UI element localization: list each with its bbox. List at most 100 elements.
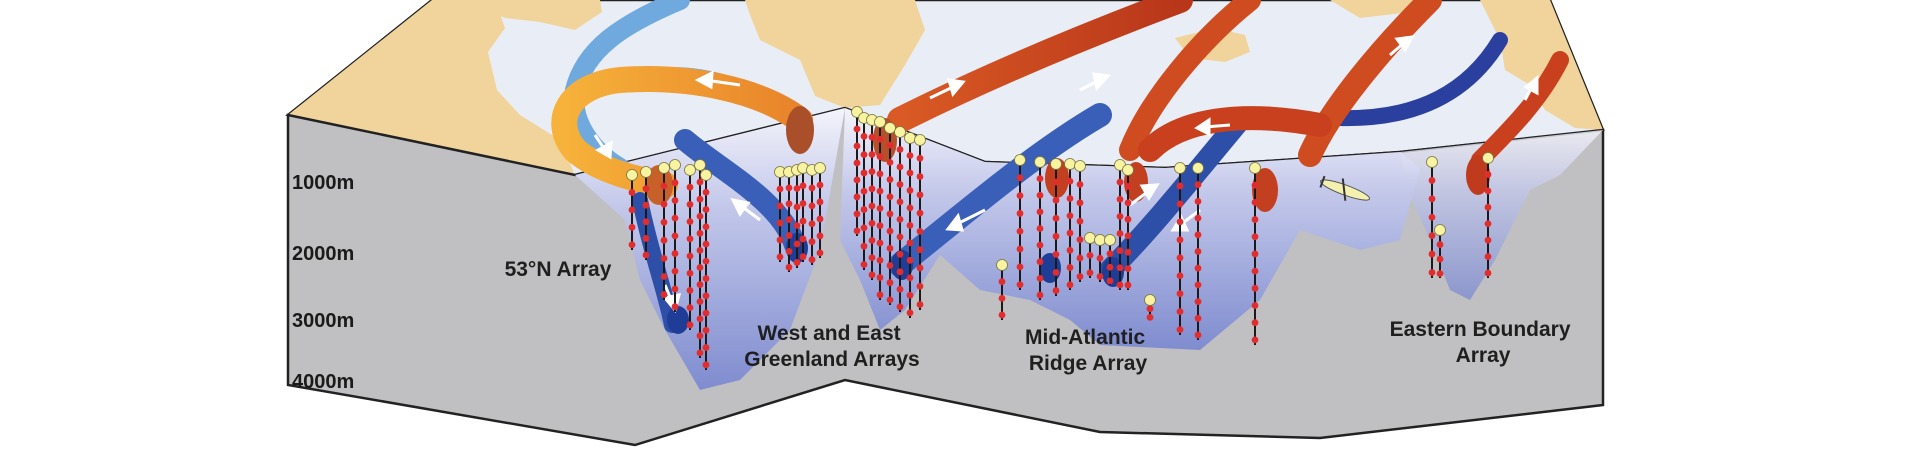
- mooring-instrument: [1052, 196, 1060, 204]
- mooring-instrument: [1251, 216, 1259, 223]
- mooring-instrument: [868, 202, 876, 210]
- mooring-line: [1094, 234, 1106, 282]
- mooring-line: [1064, 158, 1076, 290]
- mooring-float-icon: [1050, 158, 1062, 170]
- mooring-float-icon: [626, 169, 638, 181]
- mooring-instrument: [686, 252, 694, 260]
- mooring-instrument: [876, 274, 884, 281]
- mooring-instrument: [808, 256, 816, 264]
- mooring-instrument: [853, 142, 861, 150]
- mooring-instrument: [1484, 269, 1492, 277]
- mooring-line: [894, 126, 906, 312]
- mooring-instrument: [642, 185, 650, 193]
- mooring-instrument: [1484, 253, 1492, 261]
- mooring-instrument: [1016, 210, 1024, 217]
- current-arrow-icon: [694, 70, 741, 90]
- mooring-instrument: [1428, 269, 1436, 276]
- mooring-instrument: [660, 182, 668, 190]
- east-red-current: [1471, 51, 1569, 169]
- mooring-instrument: [808, 220, 816, 228]
- mooring-instrument: [1146, 305, 1154, 313]
- mooring-instrument: [1116, 212, 1124, 220]
- mooring-instrument: [785, 200, 793, 208]
- mooring-float-icon: [669, 159, 681, 171]
- mooring-line: [1104, 234, 1116, 285]
- mooring-float-icon: [694, 159, 706, 171]
- mooring-instrument: [1096, 273, 1104, 280]
- mooring-float-icon: [1249, 162, 1261, 174]
- mooring-instrument: [1036, 208, 1044, 216]
- mooring-instrument: [702, 275, 710, 282]
- mooring-line: [694, 159, 706, 358]
- mooring-line: [814, 162, 826, 258]
- mooring-instrument: [816, 232, 824, 240]
- mooring-instrument: [1052, 269, 1060, 276]
- mooring-instrument: [1036, 175, 1044, 183]
- mooring-instrument: [906, 291, 914, 299]
- mooring-line: [1434, 224, 1446, 278]
- mooring-instrument: [1484, 220, 1492, 228]
- mooring-instrument: [642, 201, 650, 209]
- mooring-instrument: [1194, 248, 1202, 255]
- mooring-line: [806, 164, 818, 265]
- mooring-instrument: [696, 246, 704, 254]
- mooring-float-icon: [874, 116, 886, 128]
- rockall-water: [1400, 130, 1603, 300]
- mooring-instrument: [702, 344, 710, 351]
- mooring-instrument: [886, 296, 894, 304]
- mooring-instrument: [702, 292, 710, 300]
- mooring-instrument: [868, 168, 876, 176]
- mooring-instrument: [785, 232, 793, 239]
- mooring-instrument: [876, 170, 884, 178]
- mooring-instrument: [686, 269, 694, 277]
- mooring-instrument: [876, 135, 884, 143]
- mooring-instrument: [1036, 258, 1044, 266]
- mooring-instrument: [896, 250, 904, 258]
- mooring-instrument: [860, 242, 868, 250]
- mooring-instrument: [785, 216, 793, 224]
- mooring-instrument: [1116, 264, 1124, 272]
- mooring-instrument: [860, 151, 868, 159]
- mooring-instrument: [1106, 250, 1114, 258]
- mooring-instrument: [686, 304, 694, 312]
- mooring-line: [851, 106, 863, 236]
- mooring-float-icon: [1122, 164, 1134, 176]
- mooring-instrument: [702, 240, 710, 248]
- mooring-instrument: [916, 301, 924, 308]
- mooring-instrument: [686, 201, 694, 208]
- moorings: [626, 106, 1494, 370]
- mooring-float-icon: [640, 166, 652, 178]
- array-label-eastern-boundary: Eastern Boundary Array: [1390, 318, 1577, 367]
- mooring-instrument: [906, 187, 914, 194]
- mooring-instrument: [696, 281, 704, 288]
- mooring-instrument: [793, 222, 801, 229]
- mooring-instrument: [785, 247, 793, 255]
- mooring-float-icon: [1144, 294, 1156, 306]
- mooring-instrument: [906, 169, 914, 177]
- mooring-instrument: [776, 219, 784, 227]
- mooring-instrument: [886, 279, 894, 287]
- mooring-instrument: [906, 274, 914, 282]
- current-arrow-icon: [945, 208, 986, 232]
- mooring-instrument: [853, 227, 861, 235]
- mooring-instrument: [876, 153, 884, 160]
- mooring-instrument: [916, 209, 924, 217]
- mooring-instrument: [1176, 236, 1184, 244]
- mooring-instrument: [660, 218, 668, 226]
- mooring-float-icon: [1482, 152, 1494, 164]
- mooring-instrument: [1052, 251, 1060, 258]
- mooring-instrument: [1124, 265, 1132, 273]
- mooring-line: [774, 166, 786, 262]
- labrador-orange-loop: [551, 66, 813, 198]
- mooring-instrument: [702, 309, 710, 317]
- mooring-line: [626, 169, 638, 250]
- mooring-instrument: [896, 198, 904, 206]
- mooring-instrument: [793, 240, 801, 248]
- mooring-instrument: [1436, 241, 1444, 248]
- mooring-float-icon: [884, 122, 896, 134]
- mooring-instrument: [1251, 284, 1259, 292]
- mooring-instrument: [916, 246, 924, 254]
- mooring-float-icon: [1192, 162, 1204, 174]
- current-arrow-icon: [1129, 183, 1160, 207]
